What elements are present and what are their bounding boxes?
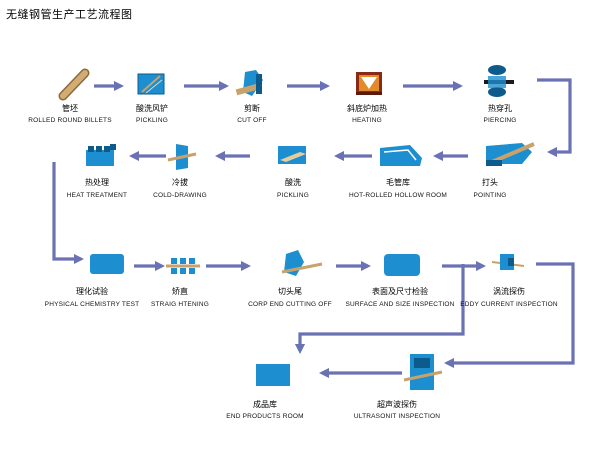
step-label-en: HEATING [352,117,382,124]
step-label-en: STRAIG HTENING [150,301,210,308]
piercing-mill-icon [484,65,514,97]
arrow-bypass-to-ultrasonic [294,264,465,355]
step-label-cn: 热穿孔 [488,104,512,113]
diagram-title: 无缝钢管生产工艺流程图 [6,8,133,21]
hollow-storage-icon [380,145,422,166]
heat-treatment-furnace-icon [86,144,116,166]
step-label-en: HOT-ROLLED HOLLOW ROOM [349,192,447,199]
end-cutter-icon [281,250,323,276]
step-label-cn: 斜底炉加热 [347,104,387,113]
pointing-machine-icon [486,142,535,166]
step-label-cn: 成品库 [253,400,277,409]
billet-icon [58,68,90,101]
step-label-en: END PRODUCTS ROOM [226,413,304,420]
step-label-cn: 毛管库 [386,178,410,187]
straightener-icon [166,258,200,274]
eddy-current-icon [491,254,525,270]
step-label-cn: 切头尾 [278,287,302,296]
step-label-en: ROLLED ROUND BILLETS [28,117,112,124]
pickling-tank-icon [137,73,165,95]
step-label-en: PICKLING [136,117,168,124]
step-label-cn: 打头 [482,178,498,187]
step-label-cn: 剪断 [244,104,260,113]
step-label-cn: 管坯 [62,104,78,113]
arrow-eddy-to-ultrasonic [443,262,575,369]
step-label-en: PHYSICAL CHEMISTRY TEST [44,301,140,308]
step-label-cn: 超声波探伤 [377,400,417,409]
arrow-piercing-to-pointing [537,78,572,158]
cutter-icon [235,70,263,96]
step-label-en: ULTRASONIT INSPECTION [353,413,441,420]
step-label-cn: 矫直 [172,287,188,296]
warehouse-icon [256,364,290,386]
step-label-en: HEAT TREATMENT [66,192,128,199]
furnace-icon [356,72,382,95]
step-label-cn: 涡流探伤 [493,287,525,296]
step-label-cn: 酸洗 [285,178,301,187]
step-label-en: PICKLING [277,192,309,199]
pickling-bath-icon [278,146,306,164]
flow-arrows [52,78,575,379]
step-label-cn: 表面及尺寸检验 [372,287,428,296]
inspection-box-icon [384,254,420,276]
step-label-cn: 冷拔 [172,178,188,187]
test-box-icon [90,254,124,274]
cold-drawing-icon [167,144,197,170]
step-label-en: EDDY CURRENT INSPECTION [460,301,558,308]
step-label-en: PIERCING [483,117,517,124]
step-label-cn: 酸洗风铲 [136,104,168,113]
step-label-en: CORP END CUTTING OFF [248,301,332,308]
ultrasonic-icon [403,354,443,390]
step-label-en: CUT OFF [237,117,267,124]
step-label-en: COLD-DRAWING [153,192,207,199]
step-label-cn: 热处理 [85,178,109,187]
step-label-en: SURFACE AND SIZE INSPECTION [345,301,455,308]
step-label-cn: 理化试验 [76,287,108,296]
arrow-heattreat-to-test [52,162,85,265]
step-label-en: POINTING [473,192,507,199]
